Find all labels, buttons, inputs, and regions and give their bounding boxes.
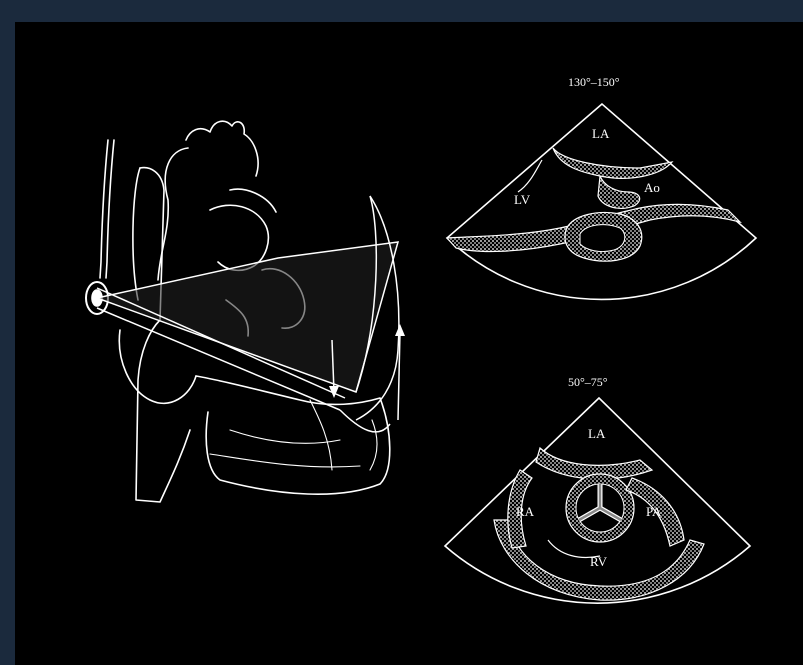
bottom-angle-label: 50°–75° xyxy=(568,375,608,389)
bottom-label-rv: RV xyxy=(590,554,608,569)
bottom-label-pa: PA xyxy=(646,504,662,519)
top-label-ao: Ao xyxy=(644,180,660,195)
top-label-lv: LV xyxy=(514,192,531,207)
ventricle-outline xyxy=(196,376,390,494)
bottom-sector: 50°–75° LA RA PA RV xyxy=(445,375,750,603)
top-angle-label: 130°–150° xyxy=(568,75,620,89)
bottom-label-la: LA xyxy=(588,426,606,441)
top-label-la: LA xyxy=(592,126,610,141)
bottom-label-ra: RA xyxy=(516,504,535,519)
top-sector: 130°–150° LA LV Ao xyxy=(447,75,756,299)
